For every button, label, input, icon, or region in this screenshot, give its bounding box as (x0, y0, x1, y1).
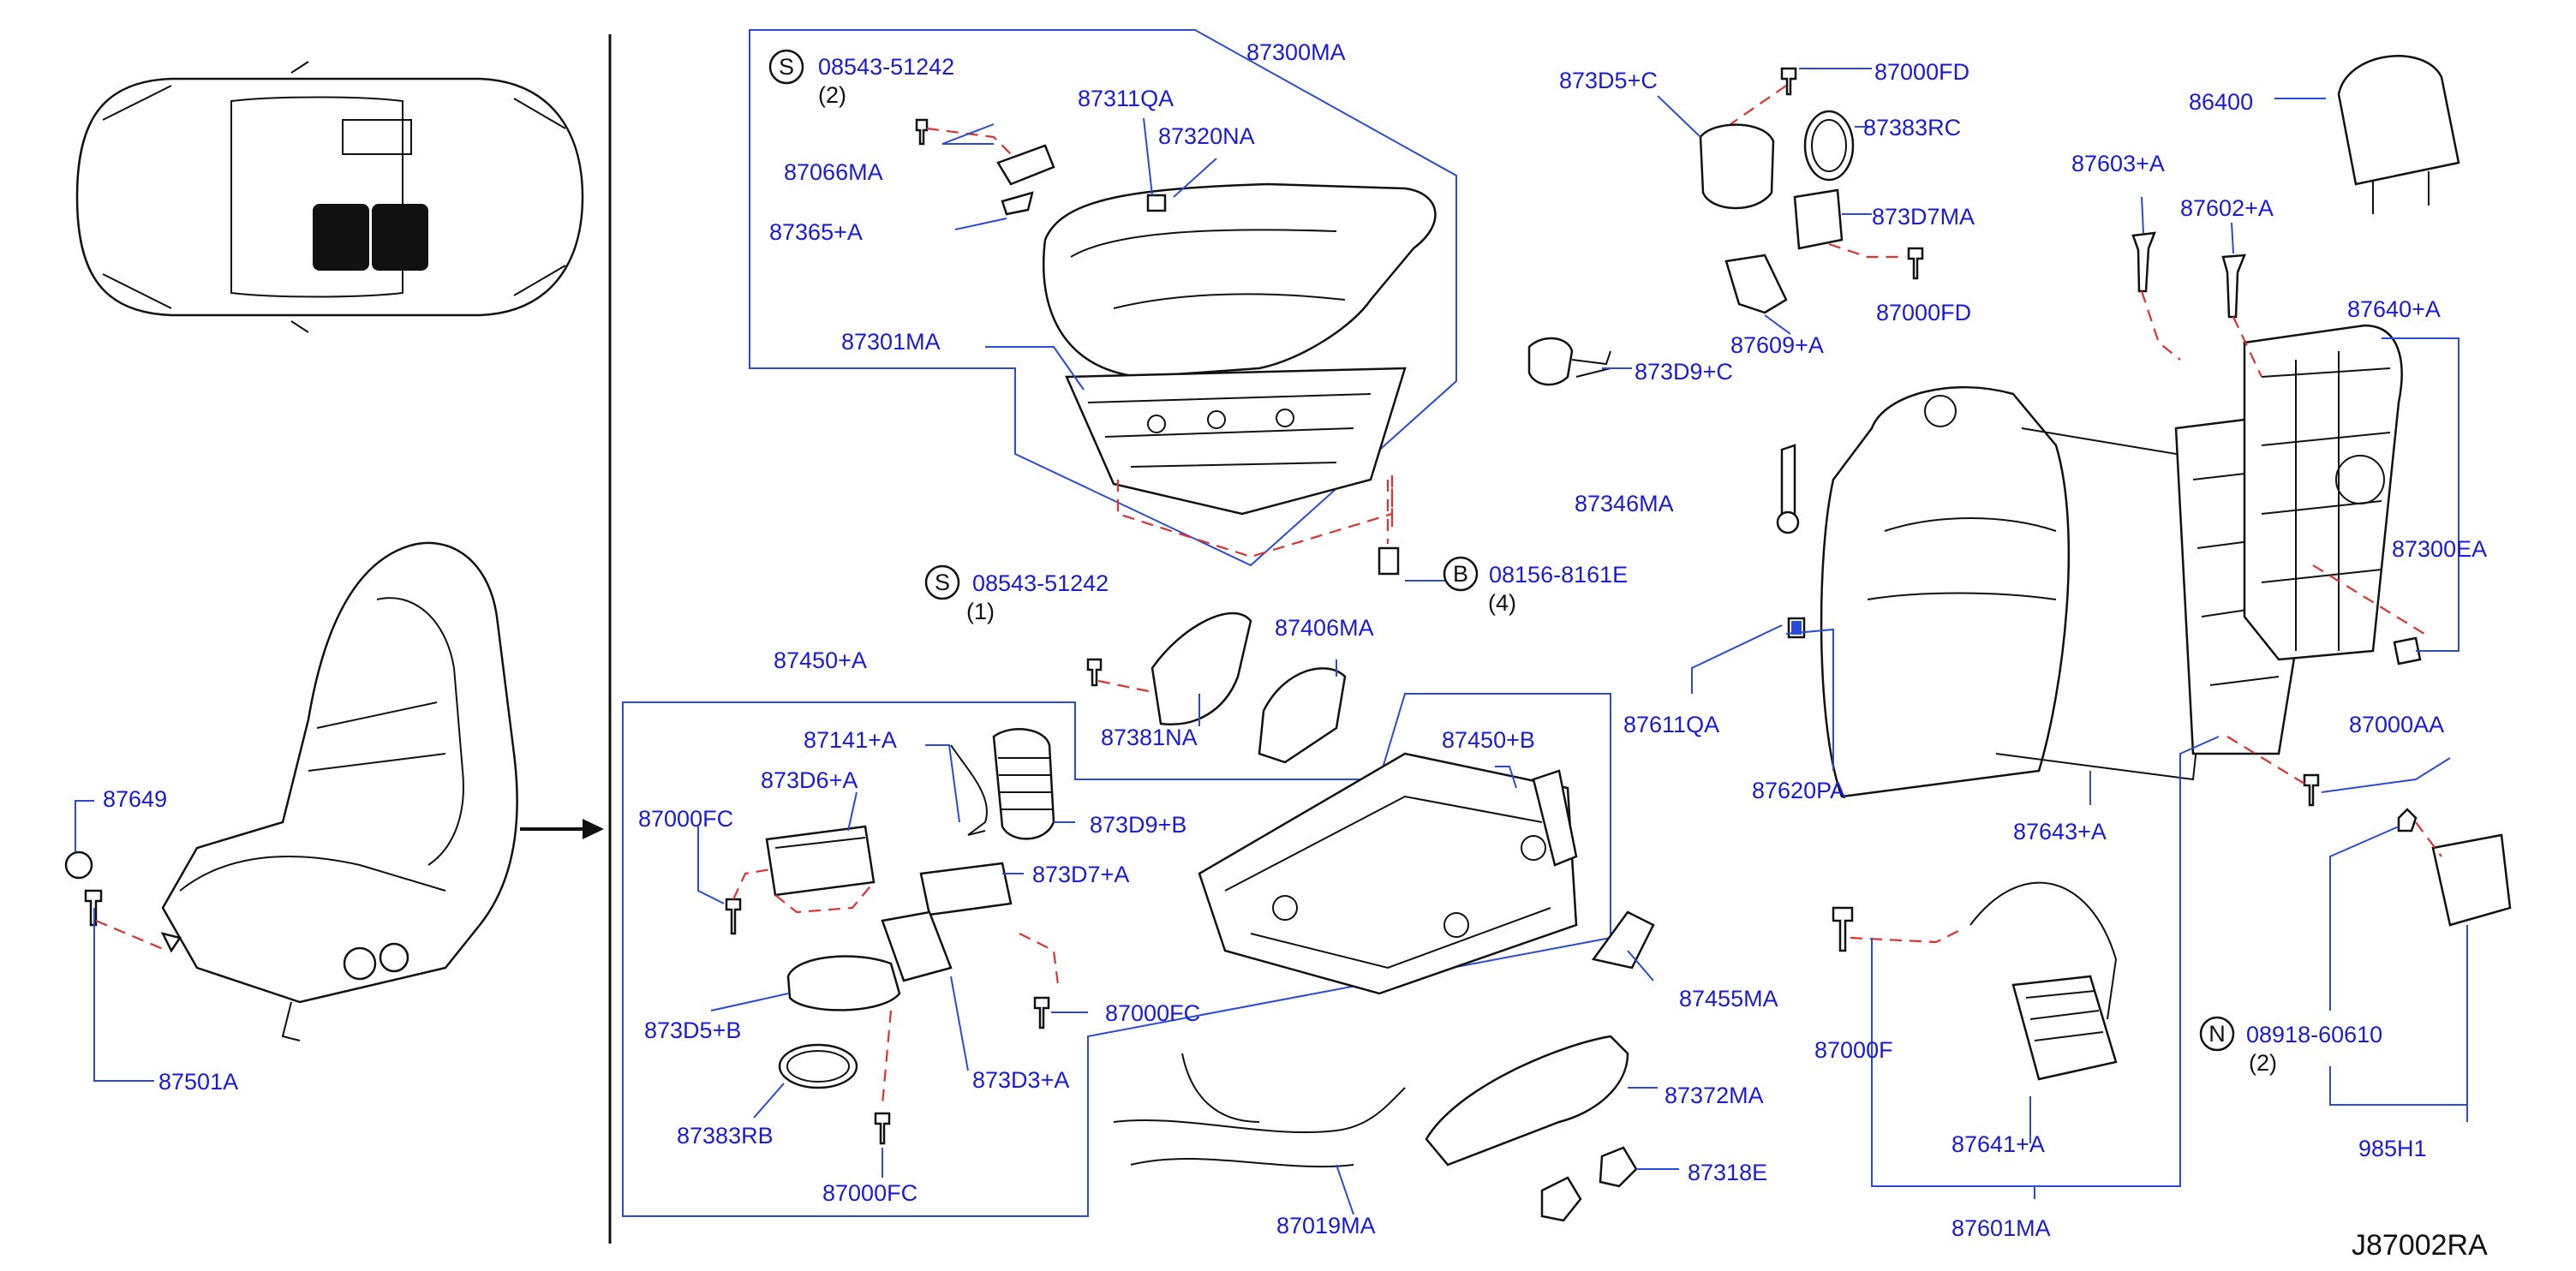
label-873D6A: 873D6+A (761, 767, 858, 793)
lower-middle-parts (1113, 910, 1679, 1222)
label-87000FC-a: 87000FC (638, 806, 733, 832)
complete-seat-view (64, 541, 518, 1082)
circled-markers: S S B N (768, 49, 2235, 1052)
marker-s-2-text: S (935, 570, 950, 595)
direction-arrow (520, 819, 604, 839)
label-87641A: 87641+A (1951, 1131, 2045, 1157)
label-873D5B: 873D5+B (644, 1017, 741, 1043)
label-87300EA: 87300EA (2392, 536, 2487, 562)
label-87609A: 87609+A (1730, 332, 1824, 358)
label-87383RB: 87383RB (677, 1123, 774, 1149)
label-87455MA: 87455MA (1679, 986, 1778, 1011)
label-87640A: 87640+A (2347, 296, 2441, 322)
label-87066MA: 87066MA (784, 159, 883, 185)
label-87383RC: 87383RC (1863, 115, 1961, 140)
label-qty-2-a: (2) (818, 82, 846, 108)
label-87301MA: 87301MA (841, 329, 941, 355)
label-87365A: 87365+A (769, 219, 863, 245)
marker-b-text: B (1453, 561, 1468, 587)
label-87300MA: 87300MA (1246, 39, 1346, 65)
label-873D7MA: 873D7MA (1872, 204, 1975, 230)
label-985H1: 985H1 (2358, 1136, 2427, 1161)
marker-b (1443, 556, 1479, 592)
part-labels: 87300MA 08543-51242 (2) 87311QA 87320NA … (103, 39, 2487, 1241)
label-87141A: 87141+A (804, 727, 897, 753)
label-87000FD-b: 87000FD (1876, 300, 1971, 325)
label-87000FD-a: 87000FD (1874, 59, 1969, 85)
label-87601MA: 87601MA (1951, 1215, 2051, 1241)
cap-87649 (64, 850, 93, 880)
side-cover-group (1086, 612, 1347, 764)
label-873D3A: 873D3+A (972, 1067, 1069, 1093)
label-87346MA: 87346MA (1575, 491, 1674, 516)
seat-back-group (1691, 55, 2512, 1199)
label-87000AA: 87000AA (2349, 712, 2444, 737)
label-87019MA: 87019MA (1276, 1213, 1376, 1238)
label-87320NA: 87320NA (1158, 123, 1255, 149)
upper-right-mechanism (1527, 67, 1924, 534)
label-qty-4: (4) (1488, 590, 1516, 616)
marker-n (2199, 1016, 2235, 1052)
marker-s-1 (768, 49, 804, 85)
marker-s-1-text: S (779, 54, 794, 80)
label-qty-1: (1) (966, 599, 995, 624)
label-87649: 87649 (103, 786, 167, 812)
label-08156-8161E: 08156-8161E (1489, 562, 1628, 588)
label-87406MA: 87406MA (1275, 615, 1374, 641)
label-873D9B: 873D9+B (1090, 812, 1186, 838)
label-87000F: 87000F (1814, 1037, 1893, 1063)
label-qty-2-b: (2) (2249, 1050, 2277, 1076)
label-87602A: 87602+A (2180, 195, 2274, 221)
label-08543-51242-b: 08543-51242 (972, 570, 1109, 596)
highlighted-seat-left (313, 204, 369, 271)
seat-cushion-group (749, 29, 1457, 582)
highlighted-seat-right (372, 204, 428, 271)
seat-track-group (622, 693, 1611, 1217)
label-86400: 86400 (2189, 89, 2253, 115)
marker-s-2 (924, 564, 960, 600)
label-87318E: 87318E (1688, 1160, 1767, 1185)
label-87643A: 87643+A (2013, 819, 2107, 844)
label-87620PA: 87620PA (1752, 778, 1845, 803)
label-08543-51242-a: 08543-51242 (818, 54, 954, 80)
label-873D9C: 873D9+C (1635, 359, 1733, 385)
label-87450A: 87450+A (774, 647, 867, 673)
label-87372MA: 87372MA (1665, 1083, 1764, 1108)
car-top-view (75, 61, 584, 333)
label-87381NA: 87381NA (1101, 725, 1198, 750)
label-87450B: 87450+B (1442, 727, 1535, 753)
label-08918-60610: 08918-60610 (2246, 1022, 2382, 1047)
label-87611QA: 87611QA (1623, 712, 1719, 737)
label-87000FC-b: 87000FC (1105, 1000, 1200, 1026)
label-873D7A: 873D7+A (1032, 862, 1129, 887)
diagram-code: J87002RA (2352, 1229, 2488, 1262)
label-873D5C: 873D5+C (1559, 68, 1658, 93)
marker-n-text: N (2208, 1021, 2226, 1047)
label-87000FC-c: 87000FC (822, 1180, 917, 1206)
label-87501A: 87501A (158, 1069, 238, 1095)
label-87603A: 87603+A (2071, 151, 2165, 176)
label-87311QA: 87311QA (1078, 86, 1174, 111)
